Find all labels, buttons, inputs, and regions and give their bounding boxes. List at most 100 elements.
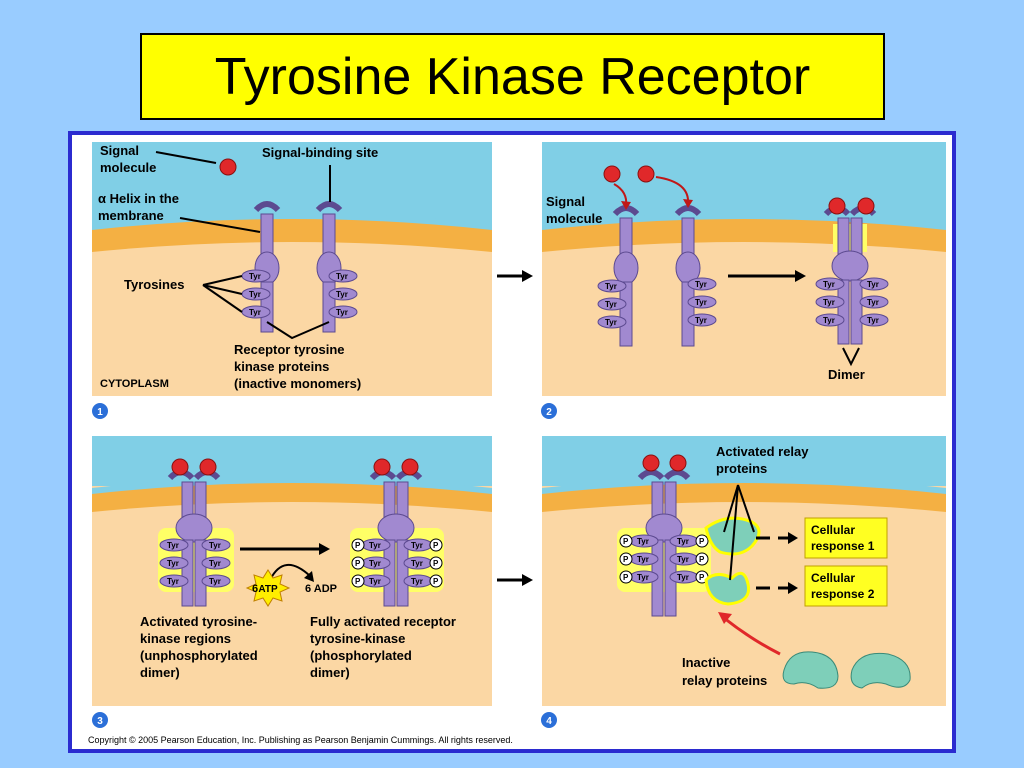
phosphate-label: P [623, 555, 629, 564]
tyr-label: Tyr [695, 280, 707, 289]
cytoplasm-label: CYTOPLASM [100, 378, 169, 390]
helix-label: membrane [98, 208, 164, 223]
receptor-label: kinase proteins [234, 359, 329, 374]
tyr-label: Tyr [336, 272, 348, 281]
tyr-label: Tyr [637, 537, 649, 546]
tyr-label: Tyr [209, 541, 221, 550]
activated-relay-protein [704, 516, 761, 556]
phosphate-label: P [433, 559, 439, 568]
right-caption: Fully activated receptor [310, 614, 456, 629]
receptor-label: Receptor tyrosine [234, 342, 345, 357]
phosphate-label: P [355, 559, 361, 568]
phosphate-label: P [433, 577, 439, 586]
phosphate-label: P [623, 573, 629, 582]
panel-1: Tyr Tyr Tyr Tyr Tyr Tyr Signal molecule … [92, 142, 492, 419]
copyright-text: Copyright © 2005 Pearson Education, Inc.… [88, 735, 513, 745]
signal-molecule [199, 458, 217, 476]
tyr-label: Tyr [605, 318, 617, 327]
tyr-label: Tyr [867, 298, 879, 307]
phosphate-label: P [623, 537, 629, 546]
signal-molecule [171, 458, 189, 476]
receptor-dimer-active [617, 469, 711, 617]
tyr-label: Tyr [209, 559, 221, 568]
tyr-label: Tyr [677, 573, 689, 582]
dimer-label: Dimer [828, 367, 865, 382]
tyr-label: Tyr [677, 537, 689, 546]
tyr-label: Tyr [695, 316, 707, 325]
step-number: 4 [546, 716, 552, 727]
tyr-label: Tyr [167, 541, 179, 550]
signal-molecule [642, 454, 660, 472]
receptor-monomer-right [315, 201, 358, 333]
title-box: Tyrosine Kinase Receptor [140, 33, 885, 120]
left-caption: kinase regions [140, 631, 231, 646]
right-caption: tyrosine-kinase [310, 631, 405, 646]
panel-3: Tyr Tyr Tyr Tyr Tyr Tyr 6 ATP 6 ADP [92, 436, 492, 728]
tyr-label: Tyr [249, 272, 261, 281]
tyr-label: Tyr [336, 308, 348, 317]
tyr-label: Tyr [637, 573, 649, 582]
adp-label: 6 ADP [305, 583, 337, 595]
tyr-label: Tyr [209, 577, 221, 586]
tyr-label: Tyr [823, 298, 835, 307]
tyr-label: Tyr [249, 308, 261, 317]
left-caption: (unphosphorylated [140, 648, 258, 663]
inactive-relay-label: relay proteins [682, 673, 767, 688]
tyr-label: Tyr [605, 300, 617, 309]
panel-4: Tyr Tyr Tyr Tyr Tyr Tyr P P P P P P Cell… [541, 436, 946, 728]
signal-molecule-label: molecule [546, 211, 602, 226]
atp-label: ATP [258, 584, 278, 595]
binding-site-label: Signal-binding site [262, 145, 378, 160]
step-number: 1 [97, 407, 103, 418]
tyr-label: Tyr [823, 280, 835, 289]
tyr-label: Tyr [369, 577, 381, 586]
tyr-label: Tyr [677, 555, 689, 564]
signal-molecule [603, 165, 621, 183]
signal-molecule [219, 158, 237, 176]
tyr-label: Tyr [411, 559, 423, 568]
panel-2: Tyr Tyr Tyr Tyr Tyr Tyr [541, 142, 946, 419]
activated-relay-label: proteins [716, 461, 767, 476]
activated-relay-protein [704, 571, 751, 606]
tyr-label: Tyr [605, 282, 617, 291]
step-number: 2 [546, 407, 552, 418]
tyr-label: Tyr [167, 559, 179, 568]
tyr-label: Tyr [637, 555, 649, 564]
tyr-label: Tyr [411, 541, 423, 550]
signal-molecule-label: Signal [100, 143, 139, 158]
signal-molecule [637, 165, 655, 183]
atp-count: 6 [252, 583, 258, 595]
signal-molecule-label: Signal [546, 194, 585, 209]
tyr-label: Tyr [867, 280, 879, 289]
inactive-relay-protein [782, 651, 839, 689]
tyr-label: Tyr [695, 298, 707, 307]
tyr-label: Tyr [867, 316, 879, 325]
signal-molecule [373, 458, 391, 476]
left-caption: Activated tyrosine- [140, 614, 257, 629]
helix-label: α Helix in the [98, 191, 179, 206]
tyr-label: Tyr [167, 577, 179, 586]
phosphate-label: P [699, 537, 705, 546]
phosphate-label: P [355, 541, 361, 550]
receptor-monomer-left [241, 201, 281, 333]
step-number: 3 [97, 716, 103, 727]
signal-molecule [857, 197, 875, 215]
receptor-dimer-phosphorylated [350, 469, 444, 607]
signal-molecule [401, 458, 419, 476]
activated-relay-label: Activated relay [716, 444, 809, 459]
response-1-label: Cellular [811, 523, 855, 537]
response-1-label: response 1 [811, 539, 875, 553]
phosphate-label: P [699, 555, 705, 564]
receptor-label: (inactive monomers) [234, 376, 361, 391]
tyr-label: Tyr [411, 577, 423, 586]
tyr-label: Tyr [823, 316, 835, 325]
signal-molecule [669, 454, 687, 472]
tyr-label: Tyr [369, 541, 381, 550]
response-2-label: Cellular [811, 571, 855, 585]
response-2-label: response 2 [811, 587, 875, 601]
phosphate-label: P [355, 577, 361, 586]
inactive-relay-protein [850, 652, 911, 689]
phosphate-label: P [433, 541, 439, 550]
right-caption: dimer) [310, 665, 350, 680]
